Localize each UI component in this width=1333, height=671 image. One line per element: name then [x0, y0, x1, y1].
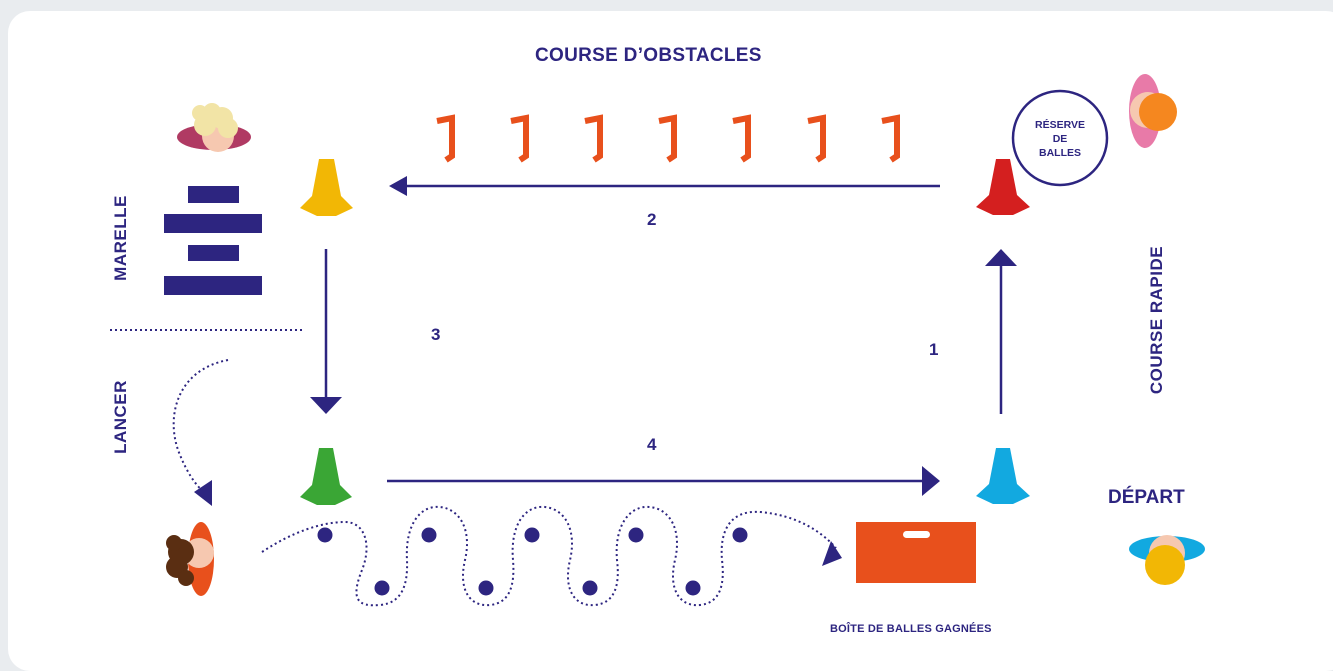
- ball-box-icon: [856, 522, 976, 583]
- obstacle-course-diagram: COURSE D’OBSTACLES 2 3 1 4 MARELLE LANCE…: [110, 45, 1205, 635]
- hurdle-icon: [510, 114, 529, 163]
- step-2-label: 2: [647, 210, 657, 229]
- marelle-label: MARELLE: [111, 195, 130, 281]
- hurdle-icon: [658, 114, 677, 163]
- hurdle-icon: [807, 114, 826, 163]
- balls: [317, 527, 748, 596]
- reserve-line-2: DE: [1052, 133, 1068, 145]
- arrow-step-2: [389, 176, 940, 196]
- course-rapide-label: COURSE RAPIDE: [1147, 245, 1166, 395]
- ball-reserve-circle: [1011, 89, 1109, 187]
- child-bottom-right-icon: [1129, 535, 1205, 585]
- ball-reserve-label: RÉSERVE DE BALLES: [1015, 118, 1105, 160]
- hurdle-icon: [732, 114, 751, 163]
- reserve-line-3: BALLES: [1039, 147, 1081, 159]
- step-3-label: 3: [431, 325, 441, 344]
- step-4-label: 4: [647, 435, 657, 454]
- arrow-step-3: [310, 249, 342, 414]
- hurdle-icon: [436, 114, 455, 163]
- reserve-line-1: RÉSERVE: [1035, 119, 1085, 131]
- blue-cone-icon: [976, 448, 1030, 504]
- zigzag-path: [261, 505, 842, 607]
- child-top-left-icon: [177, 103, 251, 152]
- throw-trajectory: [172, 359, 229, 506]
- hurdles: [436, 114, 900, 163]
- lancer-label: LANCER: [111, 380, 130, 454]
- child-bottom-left-icon: [166, 522, 214, 596]
- arrow-step-4: [387, 466, 940, 496]
- green-cone-icon: [300, 448, 352, 505]
- course-drawing: [110, 74, 1205, 607]
- hurdle-icon: [881, 114, 900, 163]
- hurdle-icon: [584, 114, 603, 163]
- step-1-label: 1: [929, 340, 939, 359]
- arrow-step-1: [985, 249, 1017, 414]
- child-top-right-icon: [1129, 74, 1177, 148]
- hopscotch-grid: [164, 186, 262, 295]
- depart-label: DÉPART: [1108, 487, 1185, 508]
- course-title: COURSE D’OBSTACLES: [535, 45, 762, 66]
- ball-box-label: BOÎTE DE BALLES GAGNÉES: [830, 623, 992, 635]
- red-cone-icon: [976, 159, 1030, 215]
- yellow-cone-icon: [300, 159, 353, 216]
